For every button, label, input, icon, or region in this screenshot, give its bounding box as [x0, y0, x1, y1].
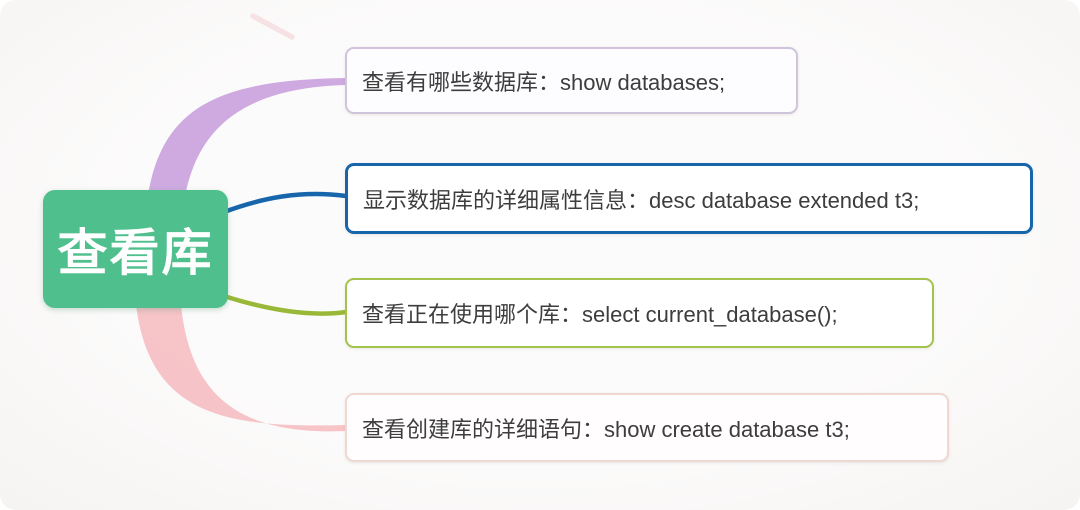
root-node-view-database[interactable]: 查看库	[43, 190, 228, 308]
branch-3-connector	[221, 293, 349, 316]
branch-4-connector	[136, 305, 346, 432]
stray-pink-mark	[250, 13, 295, 40]
branch-node-show-create-database[interactable]: 查看创建库的详细语句：show create database t3;	[345, 393, 949, 462]
branch-node-select-current-database[interactable]: 查看正在使用哪个库：select current_database();	[345, 278, 934, 348]
branch-2-connector	[221, 191, 349, 215]
branch-node-show-databases[interactable]: 查看有哪些数据库：show databases;	[345, 47, 798, 114]
branch-1-connector	[147, 78, 346, 202]
branch-node-desc-database-extended[interactable]: 显示数据库的详细属性信息：desc database extended t3;	[345, 163, 1033, 234]
